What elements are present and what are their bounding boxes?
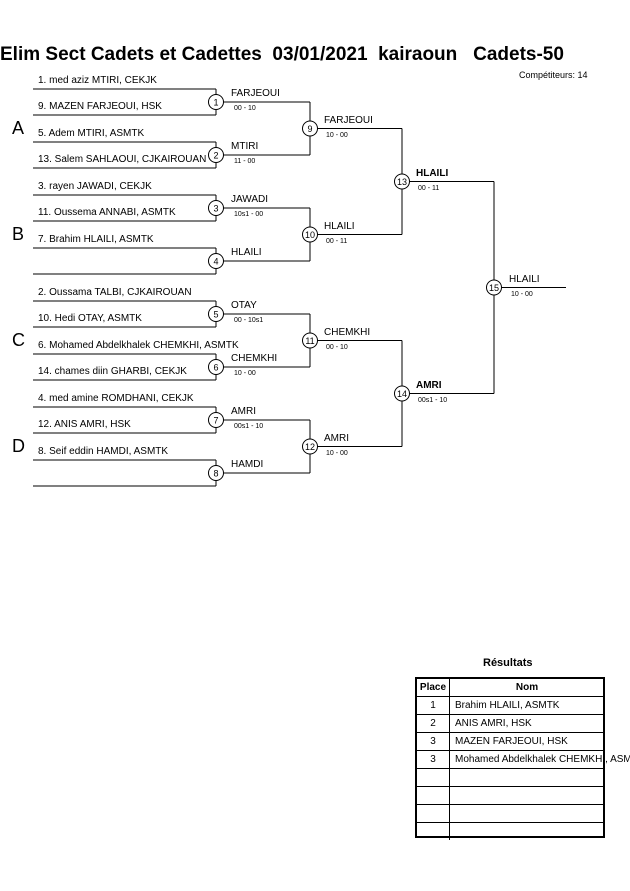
match-number: 11: [305, 336, 314, 346]
match-score: 00s1 - 10: [418, 396, 448, 404]
group-letter: D: [12, 436, 25, 456]
match-number: 14: [397, 389, 407, 399]
match-number: 8: [213, 469, 218, 479]
match-winner: CHEMKHI: [324, 326, 371, 338]
results-row: 1 Brahim HLAILI, ASMTK: [417, 697, 605, 715]
entrant-name: 11. Oussema ANNABI, ASMTK: [38, 207, 176, 218]
match-score: 00 - 11: [326, 237, 348, 245]
result-place: 3: [417, 733, 450, 750]
competitor-count: Compétiteurs: 14: [519, 70, 588, 80]
results-header-row: Place Nom: [417, 679, 605, 697]
results-row: [417, 787, 605, 805]
entrant-name: 8. Seif eddin HAMDI, ASMTK: [38, 446, 169, 457]
match-winner: OTAY: [231, 300, 257, 311]
match-score: 00 - 10: [326, 343, 348, 351]
match-winner: FARJEOUI: [231, 88, 280, 99]
final-score: 10 - 00: [511, 290, 533, 298]
group-letter: B: [12, 224, 25, 244]
result-place: 1: [417, 697, 450, 714]
match-number: 13: [397, 177, 407, 187]
results-table: Place Nom 1 Brahim HLAILI, ASMTK 2 ANIS AMR…: [415, 677, 630, 841]
match-number: 1: [213, 98, 218, 108]
entrant-name: 2. Oussama TALBI, CJKAIROUAN: [38, 287, 192, 298]
result-place: [417, 823, 450, 840]
match-number: 10: [305, 230, 315, 240]
match-score: 00 - 11: [418, 184, 440, 192]
match-score: 00 - 10s1: [234, 317, 264, 324]
results-row: 3 MAZEN FARJEOUI, HSK: [417, 733, 605, 751]
results-row: [417, 805, 605, 823]
match-score: 11 - 00: [234, 158, 256, 165]
match-score: 10s1 - 00: [234, 211, 264, 218]
results-place-header: Place: [417, 679, 450, 696]
match-score: 10 - 00: [326, 131, 348, 139]
page-title: Elim Sect Cadets et Cadettes 03/01/2021 …: [0, 44, 564, 65]
result-place: [417, 787, 450, 804]
entrant-name: 12. ANIS AMRI, HSK: [38, 419, 131, 430]
result-place: 3: [417, 751, 450, 768]
group-letter: A: [12, 118, 25, 138]
result-name: Brahim HLAILI, ASMTK: [455, 700, 560, 711]
results-name-header: Nom: [515, 682, 539, 693]
result-place: [417, 769, 450, 786]
entrant-name: 13. Salem SAHLAOUI, CJKAIROUAN: [38, 154, 207, 165]
results-row: [417, 823, 605, 841]
match-winner: MTIRI: [231, 141, 259, 152]
result-name: MAZEN FARJEOUI, HSK: [455, 736, 568, 747]
result-name: Mohamed Abdelkhalek CHEMKHI, ASMTK: [455, 754, 630, 765]
entrant-name: 6. Mohamed Abdelkhalek CHEMKHI, ASMTK: [38, 340, 239, 351]
match-number: 6: [213, 363, 218, 373]
results-row: 2 ANIS AMRI, HSK: [417, 715, 605, 733]
match-winner: AMRI: [324, 432, 349, 444]
match-number: 5: [213, 310, 218, 320]
match-number: 12: [305, 442, 315, 452]
match-score: 10 - 00: [326, 449, 348, 457]
results-row: [417, 769, 605, 787]
entrant-name: 14. chames diin GHARBI, CEKJK: [38, 366, 187, 377]
entrant-name: 4. med amine ROMDHANI, CEKJK: [38, 393, 194, 404]
match-winner: AMRI: [416, 379, 442, 391]
results-row: 3 Mohamed Abdelkhalek CHEMKHI, ASMTK: [417, 751, 630, 769]
result-place: 2: [417, 715, 450, 732]
match-winner: HLAILI: [416, 167, 449, 179]
entrant-name: 9. MAZEN FARJEOUI, HSK: [38, 101, 162, 112]
group-letter: C: [12, 330, 25, 350]
match-winner: HAMDI: [231, 459, 264, 470]
results-title: Résultats: [483, 657, 533, 669]
match-number: 2: [213, 151, 218, 161]
result-place: [417, 805, 450, 822]
entrant-name: 5. Adem MTIRI, ASMTK: [38, 128, 145, 139]
match-winner: HLAILI: [324, 220, 355, 232]
match-winner: CHEMKHI: [231, 353, 278, 364]
entrant-name: 7. Brahim HLAILI, ASMTK: [38, 234, 154, 245]
match-number: 15: [489, 283, 499, 293]
match-winner: AMRI: [231, 406, 256, 417]
match-score: 00s1 - 10: [234, 423, 264, 430]
match-number: 4: [213, 257, 218, 267]
final-winner: HLAILI: [509, 273, 540, 285]
match-winner: JAWADI: [231, 194, 269, 205]
match-winner: FARJEOUI: [324, 114, 373, 126]
match-number: 7: [213, 416, 218, 426]
match-score: 10 - 00: [234, 370, 256, 377]
result-name: ANIS AMRI, HSK: [455, 718, 532, 729]
match-winner: HLAILI: [231, 247, 262, 258]
entrant-name: 1. med aziz MTIRI, CEKJK: [38, 75, 157, 86]
match-score: 00 - 10: [234, 105, 256, 112]
entrant-name: 10. Hedi OTAY, ASMTK: [38, 313, 142, 324]
match-number: 3: [213, 204, 218, 214]
match-number: 9: [307, 124, 312, 134]
entrant-name: 3. rayen JAWADI, CEKJK: [38, 181, 152, 192]
